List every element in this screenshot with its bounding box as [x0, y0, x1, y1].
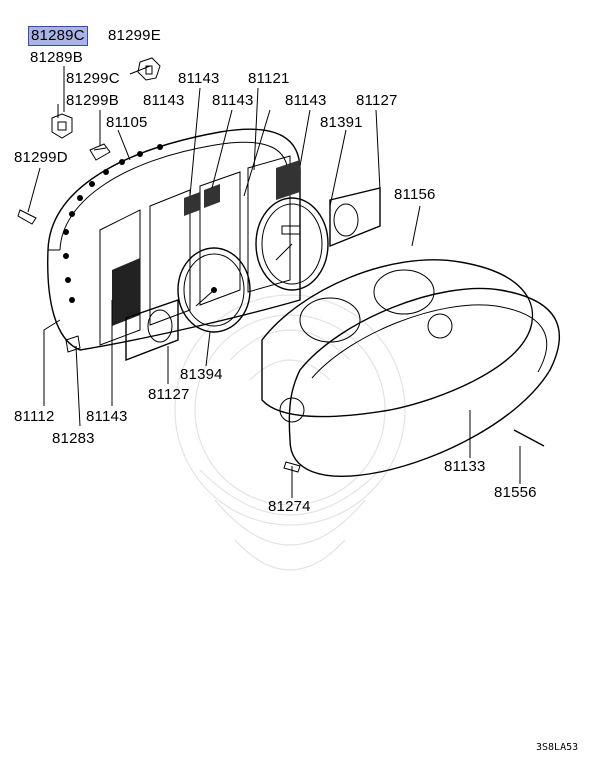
screw-81274 — [283, 461, 301, 473]
part-label-81274[interactable]: 81274 — [268, 498, 311, 515]
part-label-81299b[interactable]: 81299B — [66, 92, 119, 109]
part-label-81299d[interactable]: 81299D — [14, 149, 68, 166]
bulb-81299d — [17, 209, 37, 225]
part-label-81143[interactable]: 81143 — [86, 408, 128, 425]
clip-81283 — [65, 335, 81, 353]
part-label-81299e[interactable]: 81299E — [108, 27, 161, 44]
tachometer-gauge-81391 — [255, 197, 329, 291]
part-label-81105[interactable]: 81105 — [106, 114, 148, 131]
part-label-81283[interactable]: 81283 — [52, 430, 95, 447]
face-panel-81156 — [261, 259, 534, 423]
diagram-code: 3S8LA53 — [536, 742, 579, 753]
part-label-81143[interactable]: 81143 — [178, 70, 220, 87]
part-label-81127[interactable]: 81127 — [148, 386, 190, 403]
leader-lines — [27, 65, 521, 498]
rear-case-81112 — [47, 128, 301, 351]
temp-gauge-81127 — [125, 299, 179, 362]
part-label-81127[interactable]: 81127 — [356, 92, 398, 109]
pin-81556 — [513, 429, 545, 447]
part-label-81289b[interactable]: 81289B — [30, 49, 83, 66]
lens-81133 — [288, 287, 560, 477]
part-label-81289c[interactable]: 81289C — [28, 26, 88, 46]
bulb-81299b — [89, 143, 111, 161]
part-label-81394[interactable]: 81394 — [180, 366, 223, 383]
part-label-81391[interactable]: 81391 — [320, 114, 363, 131]
part-label-81299c[interactable]: 81299C — [66, 70, 120, 87]
part-label-81143[interactable]: 81143 — [143, 92, 185, 109]
part-label-81143[interactable]: 81143 — [212, 92, 254, 109]
clip-81289c — [51, 113, 73, 139]
part-label-81556[interactable]: 81556 — [494, 484, 537, 501]
part-label-81112[interactable]: 81112 — [14, 408, 55, 425]
part-label-81121[interactable]: 81121 — [248, 70, 290, 87]
watermark-emblem — [174, 294, 406, 571]
fuel-gauge-81127 — [329, 187, 381, 248]
circuit-boards-81143 — [112, 160, 300, 326]
part-label-81133[interactable]: 81133 — [444, 458, 486, 475]
part-label-81143[interactable]: 81143 — [285, 92, 327, 109]
speedometer-gauge-81394 — [177, 247, 251, 333]
part-label-81156[interactable]: 81156 — [394, 186, 436, 203]
